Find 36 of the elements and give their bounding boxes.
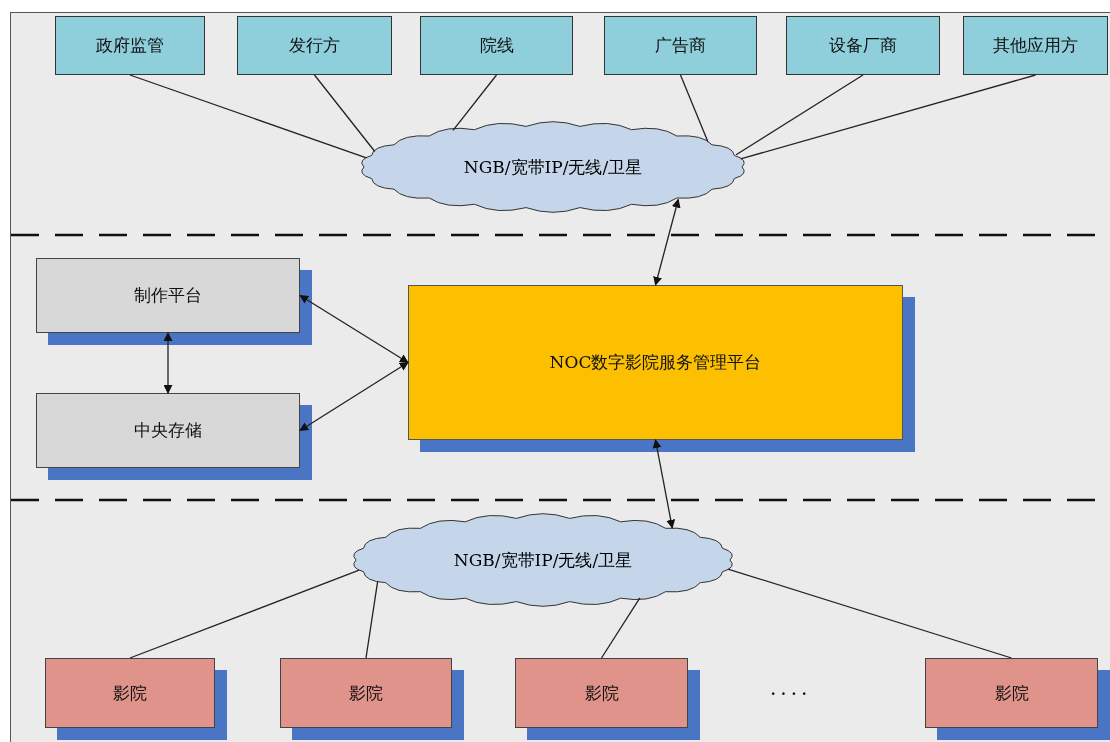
- arrow: [299, 294, 409, 364]
- connector-line: [129, 74, 367, 159]
- node-label: 影院: [113, 681, 147, 705]
- node-label: 影院: [994, 681, 1029, 705]
- node-label: 广告商: [655, 34, 706, 57]
- arrow: [163, 332, 173, 394]
- connector-line: [129, 569, 360, 659]
- connector-line: [313, 74, 376, 153]
- node-label: 中央存储: [134, 419, 202, 442]
- arrow: [299, 361, 409, 432]
- entity-box: [420, 16, 573, 75]
- node-label: NGB/宽带IP/无线/卫星: [453, 548, 633, 572]
- connector-line: [739, 74, 1037, 160]
- node-label: 影院: [349, 681, 383, 705]
- connector-line: [727, 568, 1013, 659]
- node-label: 政府监管: [96, 34, 164, 57]
- arrow: [653, 198, 681, 286]
- node-label: NOC数字影院服务管理平台: [549, 351, 762, 374]
- node-label: 院线: [479, 34, 514, 57]
- node-label: 设备厂商: [829, 34, 897, 57]
- node-label: NGB/宽带IP/无线/卫星: [463, 155, 643, 179]
- node-label: 其他应用方: [993, 34, 1078, 57]
- arrow: [652, 439, 676, 529]
- connector-line: [452, 74, 498, 131]
- entity-box: [963, 16, 1108, 75]
- ellipsis-label: ....: [770, 676, 812, 700]
- node-label: 发行方: [289, 34, 340, 57]
- entity-box: [786, 16, 940, 75]
- connector-line: [735, 74, 864, 156]
- connector-line: [365, 580, 379, 659]
- entity-box: [55, 16, 205, 75]
- node-label: 制作平台: [134, 284, 202, 307]
- connector-line: [600, 597, 641, 659]
- entity-box: [237, 16, 392, 75]
- node-label: 影院: [584, 681, 619, 705]
- entity-box: [604, 16, 757, 75]
